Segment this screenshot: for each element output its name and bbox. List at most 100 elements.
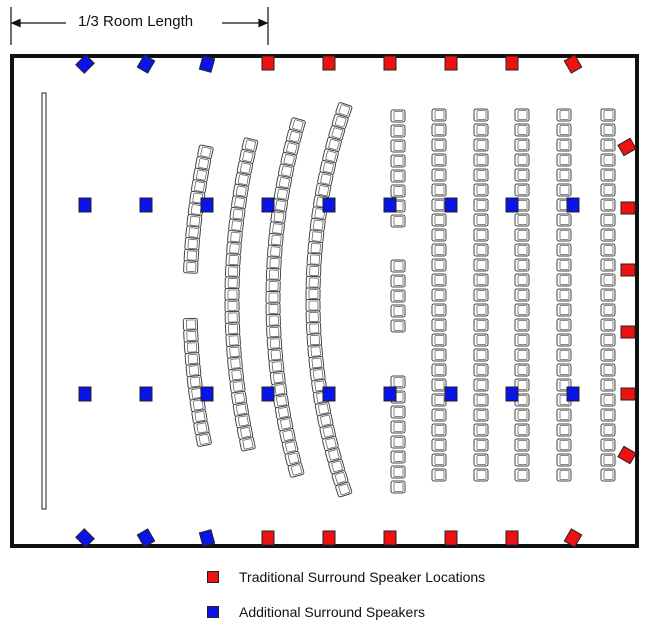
- seat: [190, 179, 208, 194]
- seat: [514, 213, 530, 227]
- additional-speaker: [136, 528, 156, 548]
- seat: [224, 287, 240, 302]
- seat: [331, 470, 349, 486]
- seat: [183, 329, 199, 343]
- seat: [186, 213, 203, 229]
- seat: [514, 288, 530, 302]
- seat: [514, 348, 530, 362]
- seat: [600, 123, 616, 137]
- seat: [600, 453, 616, 467]
- seat: [473, 153, 489, 167]
- seat: [390, 214, 406, 228]
- seat: [600, 363, 616, 377]
- seat: [390, 274, 406, 288]
- seat: [473, 273, 489, 287]
- seat: [265, 313, 281, 328]
- traditional-speaker: [617, 137, 637, 157]
- seat: [226, 345, 242, 359]
- seat: [514, 168, 530, 182]
- additional-speaker: [200, 386, 214, 402]
- dimension-arrow: [10, 7, 269, 45]
- additional-speaker: [200, 197, 214, 213]
- seat: [600, 138, 616, 152]
- seat: [227, 356, 243, 371]
- seat: [514, 318, 530, 332]
- seat: [431, 198, 447, 212]
- seat: [305, 287, 321, 301]
- seat: [556, 303, 572, 317]
- seat: [431, 258, 447, 272]
- seat: [431, 123, 447, 137]
- seat: [431, 363, 447, 377]
- traditional-speaker: [620, 263, 636, 277]
- seat: [431, 348, 447, 362]
- seat: [556, 138, 572, 152]
- seat: [473, 453, 489, 467]
- additional-speaker: [261, 197, 275, 213]
- seat: [556, 453, 572, 467]
- legend-item-additional: Additional Surround Speakers: [207, 604, 425, 620]
- seat: [473, 123, 489, 137]
- seat: [236, 160, 254, 176]
- dimension-label: 1/3 Room Length: [78, 13, 194, 30]
- seat: [514, 108, 530, 122]
- additional-speaker: [75, 528, 95, 548]
- additional-speaker: [136, 54, 156, 74]
- seat: [431, 213, 447, 227]
- seat: [514, 123, 530, 137]
- seat: [390, 465, 406, 479]
- seat: [306, 264, 322, 278]
- seat: [556, 438, 572, 452]
- seat: [600, 213, 616, 227]
- seat: [185, 363, 202, 378]
- seat: [239, 149, 256, 164]
- seat: [600, 348, 616, 362]
- seat: [305, 275, 321, 290]
- seat: [234, 172, 251, 187]
- seat: [266, 336, 283, 351]
- seat: [556, 273, 572, 287]
- seat: [600, 468, 616, 482]
- seat: [390, 450, 406, 464]
- additional-speaker: [444, 197, 458, 213]
- seat: [600, 108, 616, 122]
- seat: [309, 367, 326, 382]
- additional-speaker: [322, 197, 336, 213]
- seat: [431, 228, 447, 242]
- seat: [556, 108, 572, 122]
- traditional-speaker: [505, 55, 519, 71]
- seat: [556, 468, 572, 482]
- seat: [265, 279, 281, 293]
- seat: [266, 325, 282, 339]
- seat: [228, 367, 245, 383]
- seat: [556, 348, 572, 362]
- seat: [322, 148, 339, 164]
- seat: [317, 171, 334, 187]
- seat: [229, 379, 246, 394]
- traditional-speaker: [617, 445, 637, 465]
- seat: [267, 244, 283, 259]
- seat: [514, 228, 530, 242]
- seat: [390, 420, 406, 434]
- seat: [265, 267, 282, 282]
- seat: [225, 253, 241, 267]
- seat: [431, 438, 447, 452]
- seat: [473, 168, 489, 182]
- seat: [390, 304, 406, 318]
- seat: [390, 289, 406, 303]
- seat: [308, 355, 325, 371]
- seat: [184, 237, 200, 251]
- seat: [514, 468, 530, 482]
- traditional-speaker: [444, 55, 458, 71]
- seat: [271, 382, 288, 397]
- seat: [473, 138, 489, 152]
- seat: [600, 183, 616, 197]
- seat: [556, 363, 572, 377]
- seat: [473, 213, 489, 227]
- seat: [514, 138, 530, 152]
- seat: [265, 302, 281, 316]
- seat: [265, 290, 281, 305]
- seat: [600, 258, 616, 272]
- seat: [281, 439, 299, 455]
- seat: [431, 333, 447, 347]
